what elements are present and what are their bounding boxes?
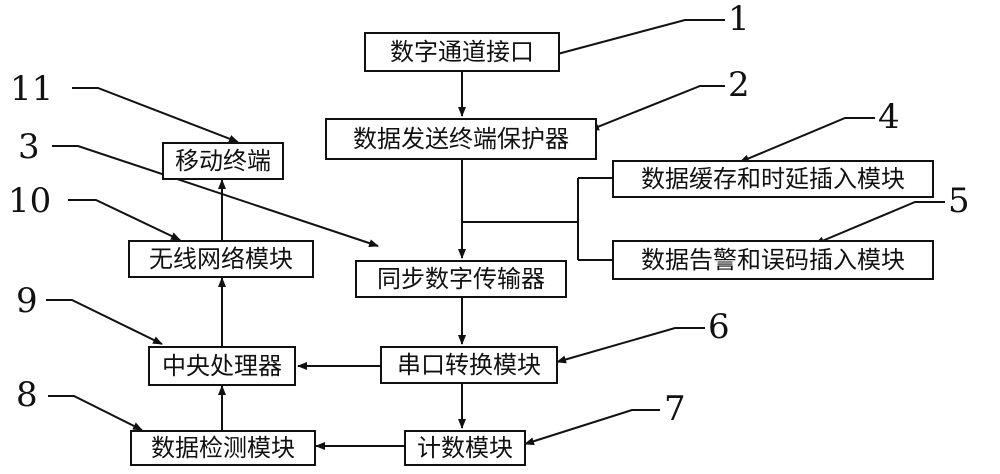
ref-label-5: 5 [948,181,970,221]
digital-channel-interface-box: 数字通道接口 [364,32,560,72]
ref-label-3: 3 [18,127,40,167]
counting-label: 计数模块 [417,434,513,462]
digital-channel-interface-label: 数字通道接口 [390,38,534,66]
ref-label-2: 2 [728,65,750,105]
ref-label-11: 11 [10,69,54,109]
wireless-network-box: 无线网络模块 [128,240,314,278]
leader-7 [524,409,660,446]
leader-8 [48,395,143,431]
wireless-network-label: 无线网络模块 [149,245,293,273]
data-cache-delay-insert-label: 数据缓存和时延插入模块 [641,165,905,193]
data-cache-delay-insert-box: 数据缓存和时延插入模块 [612,160,934,198]
leader-9 [46,299,163,345]
leader-3 [52,145,379,247]
central-processor-box: 中央处理器 [148,346,296,386]
data-alarm-errorcode-insert-label: 数据告警和误码插入模块 [641,246,905,274]
leader-5 [814,201,945,245]
mobile-terminal-label: 移动终端 [175,147,271,175]
ref-label-9: 9 [16,281,38,321]
data-detection-box: 数据检测模块 [130,430,316,466]
serial-conversion-label: 串口转换模块 [397,351,541,379]
ref-label-6: 6 [708,307,730,347]
data-send-terminal-protector-label: 数据发送终端保护器 [353,125,569,153]
leader-2 [589,85,725,131]
leader-10 [68,199,181,241]
data-detection-label: 数据检测模块 [151,434,295,462]
leader-6 [556,327,705,364]
serial-conversion-box: 串口转换模块 [380,346,558,384]
central-processor-label: 中央处理器 [162,352,282,380]
leader-1 [549,19,725,58]
ref-label-8: 8 [16,375,38,415]
counting-box: 计数模块 [404,430,526,466]
ref-label-4: 4 [878,97,900,137]
ref-label-1: 1 [728,0,750,39]
sync-digital-transmitter-box: 同步数字传输器 [355,260,567,298]
leader-11 [72,87,239,143]
sync-digital-transmitter-label: 同步数字传输器 [377,265,545,293]
ref-label-10: 10 [8,181,52,221]
data-alarm-errorcode-insert-box: 数据告警和误码插入模块 [612,240,934,280]
data-send-terminal-protector-box: 数据发送终端保护器 [325,118,597,160]
mobile-terminal-box: 移动终端 [162,142,284,180]
leader-4 [739,117,875,163]
ref-label-7: 7 [664,389,686,429]
